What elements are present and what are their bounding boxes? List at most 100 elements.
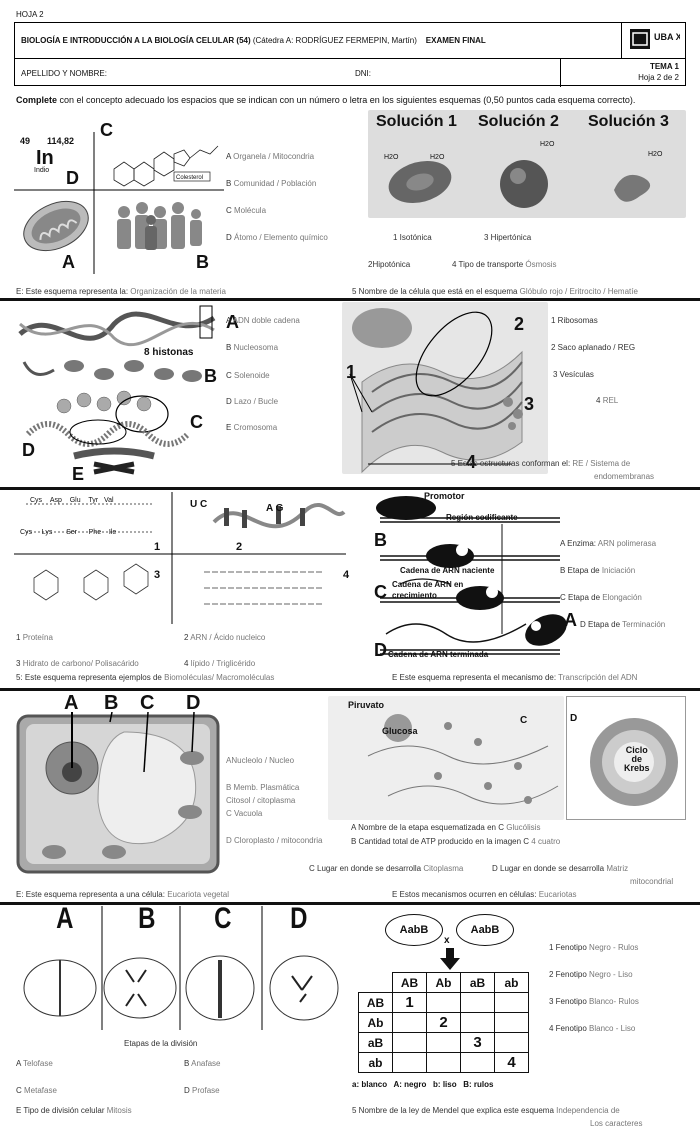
transporte: 4 Tipo de transporte Ósmosis [452,260,557,269]
s3-item-2: 2 ARN / Ácido nucleico [184,633,266,642]
s4-item-b2: Citosol / citoplasma [226,796,296,805]
cell [494,1012,529,1033]
s5-item-d: D Profase [184,1086,220,1095]
letter-d: D [186,692,201,714]
s4b-item-d: D Lugar en donde se desarrolla Matriz [492,864,629,873]
sheet-label: HOJA 2 [16,10,44,19]
s5b-item-5-cont: Los caracteres [590,1119,643,1128]
panel-2: 2 [236,541,243,553]
row-header: AB [358,992,393,1013]
solution-3-title: Solución 3 [588,113,669,130]
cell: 3 [460,1032,495,1053]
letter-a: A [56,902,74,935]
biomolecules-diagram [14,492,346,624]
s2-item-c: C Solenoide [226,371,270,380]
letter-c: C [190,412,203,432]
fenotipo-3: 3 Fenotipo Blanco- Rulos [549,997,639,1006]
saco-aplanado: 2 Saco aplanado / REG [551,343,636,352]
polymerase-release [525,614,567,646]
panel-3: 3 [154,569,161,581]
s4b-item-a: A Nombre de la etapa esquematizada en C … [351,823,541,832]
tema-box: TEMA 1 Hoja 2 de 2 [638,61,679,83]
s1-item-c: C Molécula [226,206,267,215]
row-header: Ab [358,1012,393,1033]
s5b-item-5: 5 Nombre de la ley de Mendel que explica… [352,1106,620,1115]
peptide-bottom: Cys Lys Ser Phe Ile [20,529,117,536]
element-name: Indio [34,167,50,174]
s4-item-b: B Memb. Plasmática [226,783,300,792]
element-number: 49 [20,136,31,146]
solution-2-title: Solución 2 [478,113,559,130]
peptide-top: Cys Asp Glu Tyr Val [30,497,114,504]
s4-item-e: E: Este esquema representa a una célula:… [16,890,230,899]
instructions: Complete con el concepto adecuado los es… [16,94,684,106]
s4-item-d: D Cloroplasto / mitocondria [226,836,323,845]
page-count: Hoja 2 de 2 [638,73,679,82]
transcription-diagram [376,496,560,655]
er-num-1: 1 [346,362,357,382]
parent-2: AabB [456,914,514,946]
letter-c: C [140,692,155,714]
letter-a: A [62,252,75,272]
s5-item-c: C Metafase [16,1086,57,1095]
hipertonica: 3 Hipertónica [484,233,532,242]
cell [494,1032,529,1053]
s5-item-e: E Tipo de división celular Mitosis [16,1106,132,1115]
isotonica: 1 Isotónica [393,233,432,242]
row-header: ab [358,1052,393,1073]
cell: 1 [392,992,427,1013]
cell [460,992,495,1013]
s2-item-b: B Nucleosoma [226,343,279,352]
table-row: aB 3 [358,1032,529,1053]
header-title-row: BIOLOGÍA E INTRODUCCIÓN A LA BIOLOGÍA CE… [15,23,685,59]
s5-item-a: A Telofase [16,1059,53,1068]
divider-4 [0,902,700,905]
uba-logo-icon: UBA XXI [629,29,680,49]
letter-c-panel: C [520,715,528,726]
letter-c: C [374,582,387,602]
catedra: (Cátedra A: RODRÍGUEZ FERMEPIN, Martín) [252,36,417,45]
letter-b: B [196,252,209,272]
s2-item-e: E Cromosoma [226,423,278,432]
etapas-label: Etapas de la división [124,1039,198,1048]
fenotipo-2: 2 Fenotipo Negro - Liso [549,970,633,979]
letter-a: A [226,312,239,332]
mitosis-diagram [23,906,339,1030]
s1-item-b: B Comunidad / Población [226,179,317,188]
letter-b: B [374,530,387,550]
letter-c: C [100,120,113,140]
h2o-label-1b: H2O [430,154,445,161]
letter-d-panel: D [570,713,578,724]
cell [494,992,529,1013]
s4b-item-b: B Cantidad total de ATP producido en la … [351,837,561,846]
s3-item-1: 1 Proteína [16,633,53,642]
letter-d: D [374,640,387,660]
h2o-label-3: H2O [648,151,663,158]
cross-symbol: x [444,935,450,946]
punnett-square: AB Ab aB ab AB 1 Ab 2 aB 3 ab [358,972,529,1073]
letter-a: A [64,692,79,714]
table-row: AB 1 [358,992,529,1013]
promotor-label: Promotor [424,491,465,501]
chromatin-diagram [18,305,216,475]
s4-item-a: ANucleolo / Nucleo [226,756,295,765]
h2o-label-2: H2O [540,141,555,148]
letter-e: E [72,464,85,484]
arrow-down-icon [440,948,460,970]
crecimiento-label-2: crecimiento [392,591,437,600]
er-diagram [349,308,523,474]
s3-item-3: 3 Hidrato de carbono/ Polisacárido [16,659,139,668]
letter-d: D [22,440,35,460]
cell: 4 [494,1052,529,1073]
panel-1: 1 [154,541,161,553]
letter-d: D [66,168,79,188]
divider-3 [0,688,700,691]
letter-c: C [214,902,232,935]
s2-item-d: D Lazo / Bucle [226,397,279,406]
s3b-item-c: C Etapa de Elongación [560,593,642,602]
s4b-item-d-cont: mitocondrial [630,877,674,886]
letter-d: D [290,902,308,935]
tema-label: TEMA 1 [649,62,679,71]
table-row: ab 4 [358,1052,529,1073]
